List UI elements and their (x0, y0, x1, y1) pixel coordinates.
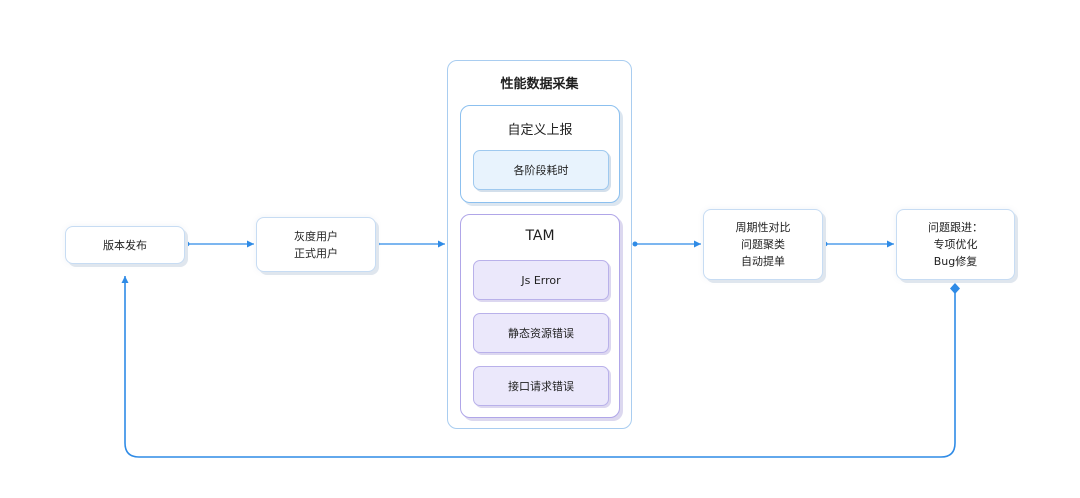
js-error-label: Js Error (521, 273, 561, 287)
api-request-error-label: 接口请求错误 (508, 380, 574, 393)
track-node: 问题跟进： 专项优化 Bug修复 (896, 209, 1015, 280)
loop-back-arrow (121, 276, 956, 458)
release-node: 版本发布 (65, 226, 185, 264)
collection-title: 性能数据采集 (500, 77, 579, 92)
static-resource-error-label: 静态资源错误 (508, 327, 574, 340)
users-line-1: 灰度用户 (294, 229, 338, 243)
compare-node: 周期性对比 问题聚类 自动提单 (703, 209, 823, 280)
arrow-start-dot (184, 241, 190, 247)
track-line-3: Bug修复 (933, 255, 978, 268)
loop-start-diamond (950, 283, 960, 294)
custom-report-group: 自定义上报 各阶段耗时 (460, 105, 620, 203)
track-line-1: 问题跟进： (928, 221, 983, 234)
api-request-error-chip: 接口请求错误 (473, 366, 609, 406)
tam-group: TAM Js Error 静态资源错误 接口请求错误 (460, 214, 620, 418)
arrow-start-dot (632, 241, 638, 247)
stage-duration-label: 各阶段耗时 (513, 164, 569, 177)
js-error-chip: Js Error (473, 260, 609, 300)
track-line-2: 专项优化 (933, 238, 978, 251)
tam-title: TAM (525, 228, 555, 244)
compare-line-2: 问题聚类 (741, 238, 785, 251)
stage-duration-chip: 各阶段耗时 (473, 150, 609, 190)
static-resource-error-chip: 静态资源错误 (473, 313, 609, 353)
compare-line-1: 周期性对比 (735, 221, 791, 234)
users-line-2: 正式用户 (294, 246, 338, 260)
release-label: 版本发布 (103, 238, 147, 252)
users-node: 灰度用户 正式用户 (256, 217, 376, 272)
custom-report-title: 自定义上报 (507, 123, 573, 138)
arrow-start-dot (822, 241, 828, 247)
compare-line-3: 自动提单 (741, 255, 785, 268)
collection-group: 性能数据采集 自定义上报 各阶段耗时 TAM Js Error 静态资源错误 接… (447, 60, 632, 429)
